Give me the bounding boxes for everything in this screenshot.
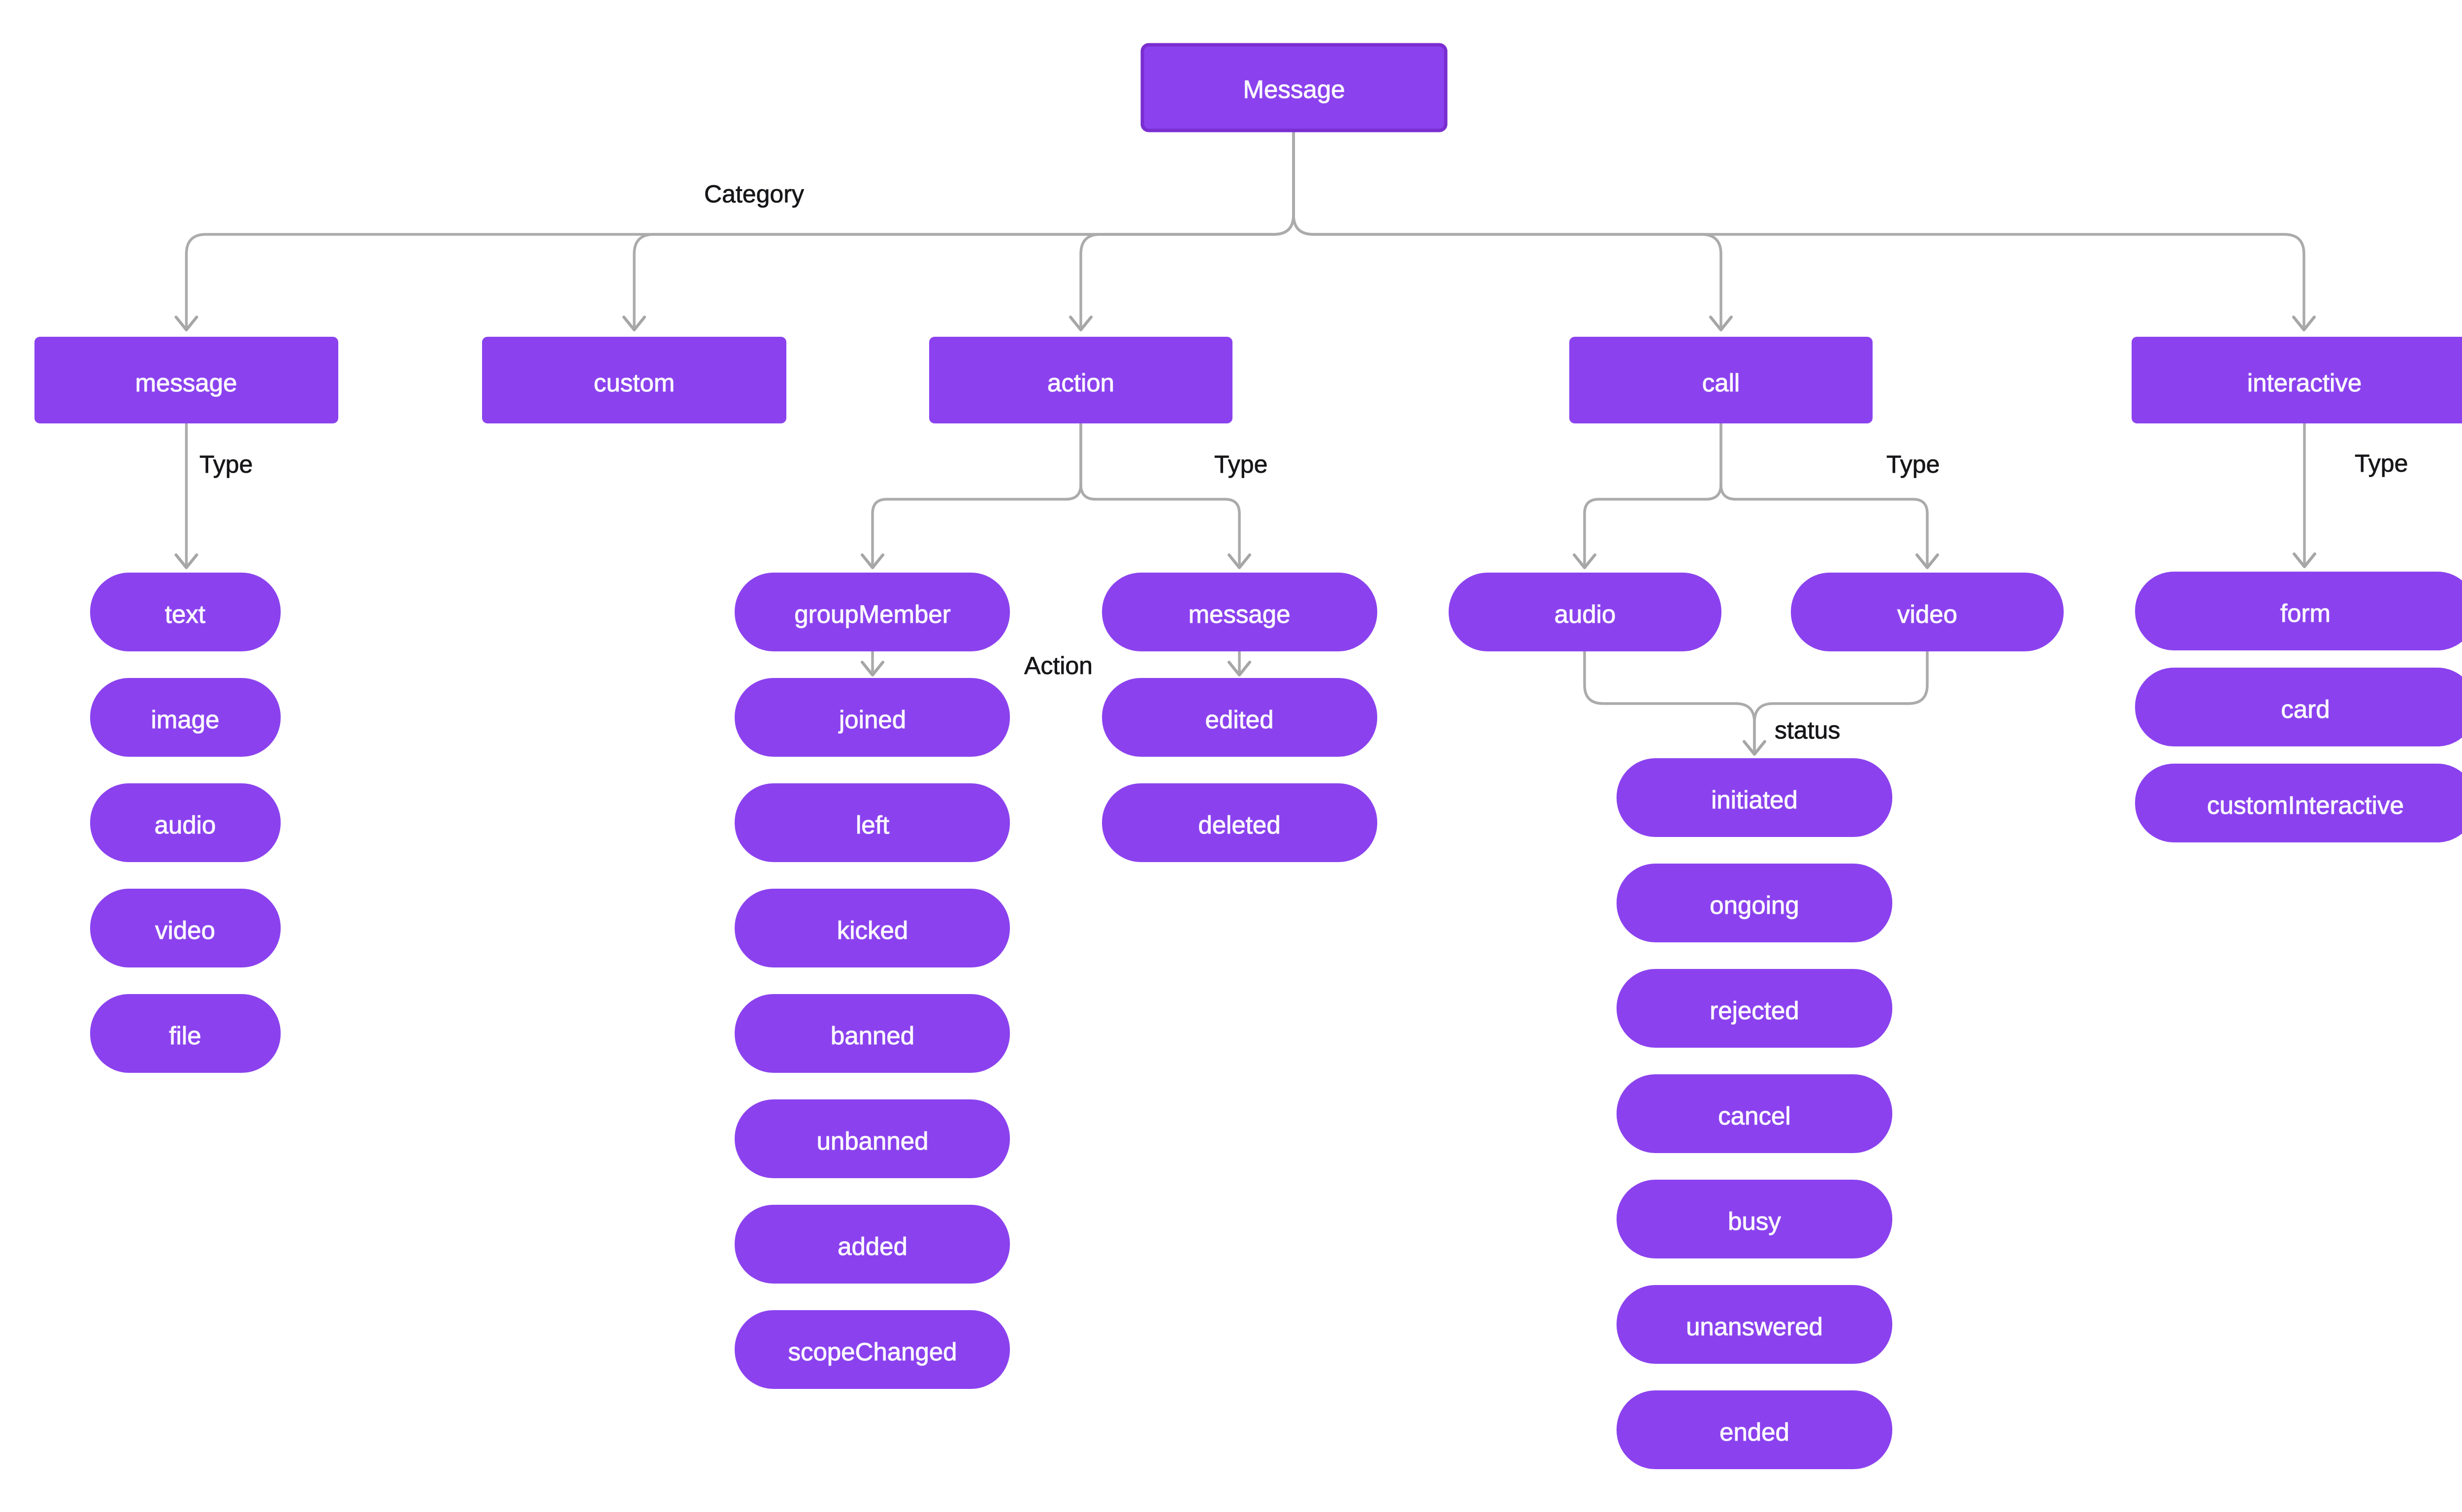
svg-text:ongoing: ongoing [1710, 891, 1799, 919]
svg-text:file: file [169, 1022, 201, 1050]
svg-text:ended: ended [1719, 1418, 1789, 1446]
svg-text:Message: Message [1243, 75, 1345, 103]
svg-text:video: video [155, 916, 215, 944]
svg-text:joined: joined [838, 706, 906, 734]
svg-text:text: text [165, 600, 205, 628]
svg-text:audio: audio [155, 811, 216, 839]
svg-text:action: action [1047, 369, 1114, 397]
svg-text:customInteractive: customInteractive [2207, 791, 2404, 819]
svg-text:Type: Type [199, 450, 253, 478]
svg-text:message: message [135, 369, 237, 397]
svg-text:custom: custom [594, 369, 675, 397]
svg-text:card: card [2281, 695, 2330, 723]
svg-text:message: message [1189, 600, 1291, 628]
svg-text:interactive: interactive [2247, 369, 2362, 397]
svg-text:Action: Action [1024, 652, 1093, 679]
svg-text:initiated: initiated [1711, 786, 1798, 814]
svg-text:video: video [1897, 600, 1957, 628]
svg-text:deleted: deleted [1198, 811, 1280, 839]
svg-text:Category: Category [704, 180, 804, 208]
svg-text:groupMember: groupMember [794, 600, 950, 628]
svg-text:banned: banned [831, 1022, 914, 1050]
svg-text:cancel: cancel [1718, 1102, 1790, 1130]
svg-text:form: form [2280, 599, 2331, 627]
svg-text:image: image [151, 706, 220, 734]
svg-text:rejected: rejected [1710, 997, 1799, 1025]
svg-text:busy: busy [1728, 1207, 1781, 1235]
svg-text:call: call [1702, 369, 1740, 397]
svg-text:Type: Type [1886, 450, 1940, 478]
svg-text:edited: edited [1205, 706, 1274, 734]
svg-text:status: status [1775, 716, 1840, 744]
svg-text:kicked: kicked [837, 916, 908, 944]
svg-text:audio: audio [1555, 600, 1616, 628]
svg-text:Type: Type [2355, 450, 2408, 477]
svg-text:scopeChanged: scopeChanged [788, 1338, 957, 1366]
svg-text:unanswered: unanswered [1686, 1313, 1823, 1341]
svg-text:added: added [838, 1232, 907, 1260]
svg-text:left: left [856, 811, 889, 839]
svg-text:unbanned: unbanned [817, 1127, 929, 1155]
svg-text:Type: Type [1214, 450, 1267, 478]
